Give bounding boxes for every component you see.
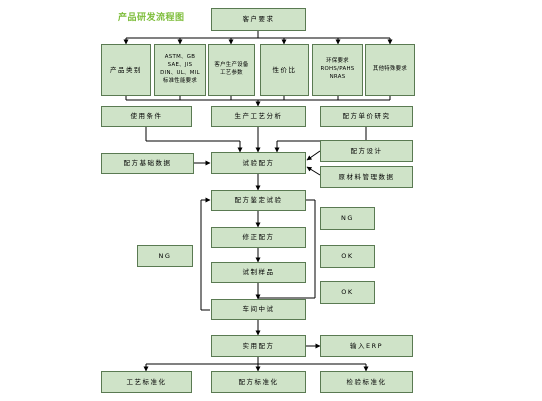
unit-price-study-box: 配方单价研究: [320, 106, 413, 127]
product-type-box: 产品类别: [101, 44, 151, 96]
practical-formula-box: 实用配方: [211, 335, 306, 357]
raw-material-data-box: 原材料管理数据: [320, 166, 413, 188]
formula-base-data-box: 配方基础数据: [101, 153, 194, 174]
ng-box-left: NG: [137, 245, 193, 267]
customer-requirement-box: 客户要求: [211, 8, 306, 31]
workshop-trial-box: 车间中试: [211, 299, 306, 320]
ok-box-1: OK: [320, 245, 375, 268]
trial-sample-box: 试制样品: [211, 262, 306, 283]
standards-box: ASTM、GB SAE、JIS DIN、UL、MIL 标准性能要求: [154, 44, 206, 96]
revise-formula-box: 修正配方: [211, 227, 306, 248]
usage-conditions-box: 使用条件: [101, 106, 192, 127]
ok-box-2: OK: [320, 281, 375, 304]
erp-input-box: 输入ERP: [320, 335, 413, 357]
process-standardization-box: 工艺标准化: [101, 371, 192, 393]
diagram-title: 产品研发流程图: [118, 13, 185, 23]
arrow: [306, 166, 321, 176]
formula-test-box: 配方鉴定试验: [211, 190, 306, 211]
process-analysis-box: 生产工艺分析: [211, 106, 306, 127]
trial-formula-box: 试验配方: [211, 152, 306, 174]
ng-box-right: NG: [320, 207, 375, 230]
equipment-params-box: 客户生产设备 工艺参数: [208, 44, 255, 96]
formula-standardization-box: 配方标准化: [211, 371, 306, 393]
formula-design-box: 配方设计: [320, 140, 413, 162]
special-requirements-box: 其他特殊要求: [365, 44, 415, 96]
environmental-requirements-box: 环保要求 ROHS/PAHS NRAS: [312, 44, 363, 96]
cost-performance-box: 性价比: [260, 44, 309, 96]
arrow: [306, 150, 321, 161]
inspection-standardization-box: 检验标准化: [320, 371, 413, 393]
